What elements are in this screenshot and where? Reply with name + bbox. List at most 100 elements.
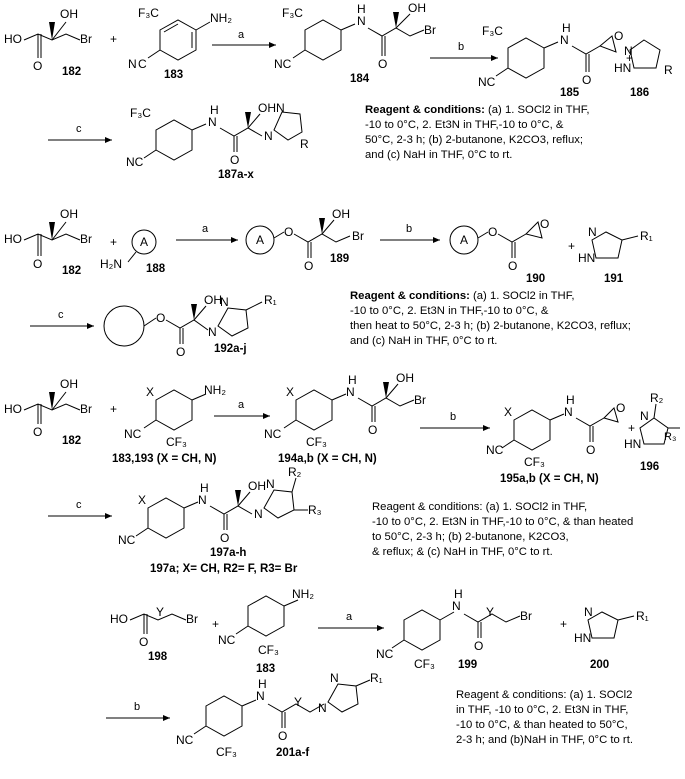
- svg-text:N: N: [346, 385, 355, 399]
- svg-text:X: X: [138, 493, 146, 507]
- conditions-3-line-3: & reflux; & (c) NaH in THF, 0°C to rt.: [372, 546, 553, 558]
- arrow-label-a: a: [238, 29, 245, 41]
- svg-text:+: +: [212, 617, 219, 631]
- compound-200-structure: N HN R₁ 200: [574, 605, 649, 671]
- compound-182-structure-c: HO O OH Br 182: [4, 377, 92, 447]
- svg-text:Y: Y: [156, 605, 164, 619]
- svg-text:NC: NC: [124, 427, 142, 441]
- svg-text:H₂N: H₂N: [100, 257, 122, 271]
- svg-text:NC: NC: [376, 647, 394, 661]
- svg-text:R₃: R₃: [664, 431, 676, 443]
- arrow-label-b: b: [458, 41, 464, 53]
- svg-text:NC: NC: [218, 633, 236, 647]
- compound-195-structure: X N H O O NC CF₃ 195a,b (X = CH, N): [486, 393, 625, 485]
- svg-text:Br: Br: [414, 393, 426, 407]
- svg-text:O: O: [176, 345, 185, 359]
- svg-text:NC: NC: [176, 733, 194, 747]
- compound-label-184: 184: [350, 73, 370, 85]
- svg-text:H: H: [566, 393, 575, 407]
- svg-text:O: O: [614, 29, 623, 43]
- compound-label-182-b: 182: [62, 265, 81, 277]
- compound-label-183: 183: [164, 69, 183, 81]
- svg-text:O: O: [540, 217, 549, 231]
- conditions-2-line-1: -10 to 0°C, 2. Et3N in THF,-10 to 0°C, &: [350, 305, 549, 317]
- svg-text:H: H: [348, 373, 357, 387]
- svg-text:N: N: [330, 671, 339, 685]
- svg-text:OH: OH: [60, 207, 78, 221]
- conditions-2-line-0: (a) 1. SOCl2 in THF,: [469, 290, 575, 302]
- svg-text:Br: Br: [424, 23, 436, 37]
- svg-text:+: +: [110, 235, 117, 249]
- svg-text:HN: HN: [578, 251, 595, 265]
- svg-text:Br: Br: [520, 609, 532, 623]
- compound-187-structure: F₃C N H O OH N N R NC 187a-x: [126, 101, 309, 181]
- conditions-4-line-2: -10 to 0°C, & than heated to 50°C,: [456, 719, 628, 731]
- svg-text:N: N: [266, 477, 275, 491]
- conditions-scheme-2: Reagent & conditions: (a) 1. SOCl2 in TH…: [350, 289, 682, 349]
- svg-text:H: H: [200, 481, 209, 495]
- compound-183-193-structure: X NH₂ NC CF₃ 183,193 (X = CH, N): [112, 383, 226, 465]
- ring-label-a: A: [140, 235, 148, 249]
- svg-text:O: O: [156, 311, 165, 325]
- svg-text:R₁: R₁: [264, 293, 277, 307]
- svg-text:C: C: [138, 57, 147, 71]
- compound-201-structure: N H O Y N N R₁ NC CF₃ 201a-f: [176, 671, 383, 759]
- compound-190-structure: A O O O 190: [449, 217, 549, 285]
- svg-text:HO: HO: [4, 232, 22, 246]
- svg-text:+: +: [568, 239, 575, 253]
- compound-194-structure: X N H O OH Br NC CF₃ 194a,b (X = CH, N): [264, 371, 426, 465]
- svg-text:O: O: [33, 425, 42, 439]
- svg-text:Y: Y: [294, 695, 302, 709]
- compound-label-199: 199: [458, 659, 477, 671]
- svg-text:H: H: [258, 677, 267, 691]
- svg-text:NC: NC: [118, 533, 136, 547]
- example-197a: 197a; X= CH, R2= F, R3= Br: [150, 563, 298, 575]
- svg-text:R: R: [664, 63, 673, 77]
- svg-text:NC: NC: [274, 57, 292, 71]
- svg-text:CF₃: CF₃: [166, 435, 187, 449]
- svg-text:HN: HN: [624, 437, 641, 451]
- svg-text:HN: HN: [614, 61, 631, 75]
- compound-label-189: 189: [330, 253, 349, 265]
- scheme-3: HO O OH Br 182 + X NH₂ NC CF₃ 183,193 (X…: [4, 371, 680, 575]
- svg-text:O: O: [474, 639, 483, 653]
- svg-text:R₂: R₂: [650, 391, 664, 405]
- svg-text:NH₂: NH₂: [204, 383, 226, 397]
- svg-text:OH: OH: [60, 377, 78, 391]
- compound-label-195: 195a,b (X = CH, N): [500, 473, 599, 485]
- arrow-label-a-4: a: [346, 611, 353, 623]
- arrow-label-c: c: [76, 123, 82, 135]
- svg-text:O: O: [230, 153, 239, 167]
- svg-text:OH: OH: [248, 479, 266, 493]
- svg-text:N: N: [208, 115, 217, 129]
- svg-text:R₃: R₃: [308, 503, 322, 517]
- svg-text:NC: NC: [486, 443, 504, 457]
- svg-text:+: +: [110, 402, 117, 416]
- svg-text:O: O: [33, 257, 42, 271]
- conditions-title-1: Reagent & conditions:: [365, 104, 485, 116]
- svg-text:H: H: [357, 2, 366, 16]
- svg-text:HO: HO: [110, 612, 128, 626]
- compound-label-182: 182: [62, 66, 81, 78]
- scheme-1: HO O OH Br 182 + F₃C NH₂ N C 183 a F: [4, 1, 673, 181]
- conditions-3-line-2: to 50°C, 2-3 h; (b) 2-butanone, K2CO3,: [372, 531, 569, 543]
- svg-text:+: +: [110, 32, 117, 46]
- svg-text:N: N: [318, 701, 327, 715]
- arrow-label-a-3: a: [238, 399, 245, 411]
- conditions-title-2: Reagent & conditions:: [350, 290, 470, 302]
- svg-text:O: O: [220, 531, 229, 545]
- svg-text:NC: NC: [126, 155, 144, 169]
- svg-text:F₃C: F₃C: [482, 24, 503, 38]
- compound-186-structure: N HN R 186: [614, 39, 673, 99]
- svg-text:Br: Br: [80, 232, 92, 246]
- compound-label-196: 196: [640, 461, 659, 473]
- compound-196-structure: N HN R₂ R₃ 196: [624, 391, 680, 473]
- svg-text:R: R: [300, 137, 309, 151]
- compound-185-structure: F₃C N H O O NC 185: [478, 21, 623, 99]
- svg-text:X: X: [504, 405, 512, 419]
- compound-184-structure: F₃C N H O OH Br NC 184: [274, 1, 436, 85]
- conditions-1-line-0: (a) 1. SOCl2 in THF,: [484, 104, 590, 116]
- conditions-4-line-3: 2-3 h; and (b)NaH in THF, 0°C to rt.: [456, 734, 633, 746]
